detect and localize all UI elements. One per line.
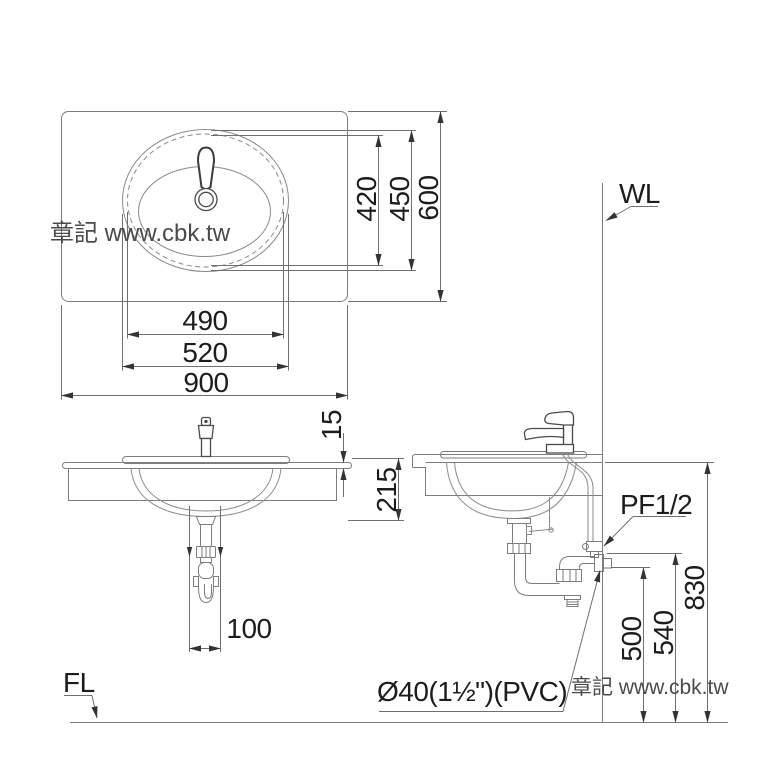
floor-line-label: FL <box>63 667 95 698</box>
dim-counter-height: 830 <box>679 565 710 610</box>
front-trap <box>193 516 219 604</box>
floor-line-group: FL <box>63 667 728 723</box>
dim-basin-height: 215 <box>371 467 402 512</box>
wall-line-label: WL <box>619 178 660 209</box>
side-bowl-inner <box>454 462 569 512</box>
plan-basin-cutout <box>127 133 284 268</box>
front-view <box>62 416 352 652</box>
side-apron <box>412 467 603 496</box>
dim-drain-height: 500 <box>616 616 647 661</box>
dim-cutout-width: 490 <box>182 305 227 336</box>
front-bowl-inner <box>138 468 274 512</box>
supply-label: PF1/2 <box>620 489 692 520</box>
drain-pipe-label: Ø40(1½")(PVC) <box>377 676 567 707</box>
side-popup-linkage <box>526 497 554 535</box>
side-view <box>412 183 612 723</box>
bolt-tip-left <box>186 547 193 557</box>
plan-counter-outline <box>61 111 348 302</box>
plan-view <box>61 111 348 302</box>
dim-counter-depth: 600 <box>413 175 444 220</box>
side-trap <box>507 518 612 607</box>
dim-basin-depth: 450 <box>384 176 415 221</box>
dim-counter-width: 900 <box>183 367 228 398</box>
side-supply-hose <box>561 452 594 542</box>
plan-dimensions: 420 450 600 490 520 900 <box>61 111 447 400</box>
side-counter-top <box>412 454 603 468</box>
side-bowl-outer <box>446 462 577 519</box>
plan-basin-rim <box>122 129 289 272</box>
front-apron <box>68 468 337 501</box>
dim-cutout-depth: 420 <box>351 176 382 221</box>
front-faucet <box>197 416 215 458</box>
side-angle-valve <box>582 541 603 558</box>
front-dimensions: 15 215 100 <box>189 410 404 652</box>
front-bowl-outer <box>130 468 282 518</box>
dim-supply-height: 540 <box>648 610 679 655</box>
watermark-text-bottom: 章記 www.cbk.tw <box>571 676 729 699</box>
dim-trap-offset: 100 <box>226 613 271 644</box>
side-dimensions: 830 540 500 WL PF1/2 Ø40(1½")(PVC) <box>377 178 714 723</box>
dim-counter-thickness: 15 <box>316 410 347 440</box>
front-counter-slab <box>62 462 352 469</box>
side-faucet <box>523 410 575 454</box>
bolt-tip-right <box>217 547 224 557</box>
plan-faucet <box>194 146 218 212</box>
front-mounting-bolts <box>186 506 224 652</box>
watermark-text-top: 章記 www.cbk.tw <box>50 220 231 247</box>
dim-basin-width: 520 <box>182 337 227 368</box>
